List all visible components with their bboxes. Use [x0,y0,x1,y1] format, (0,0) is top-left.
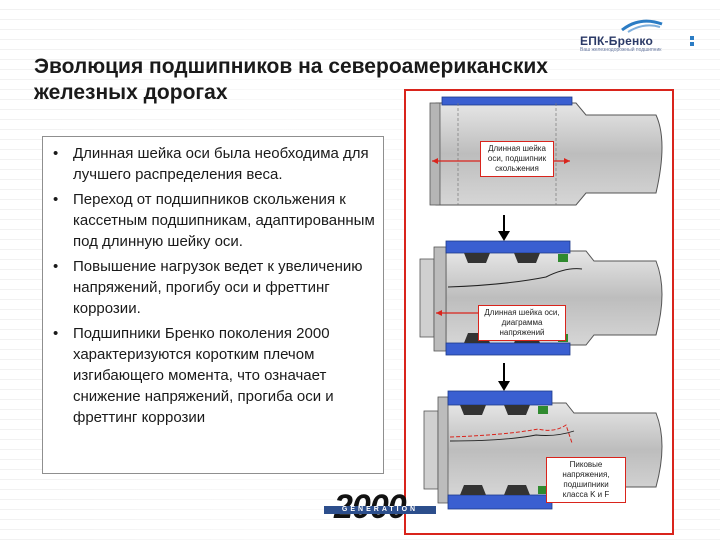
logo-text: ЕПК-Бренко [580,34,654,48]
bullet-item: • Подшипники Бренко поколения 2000 характ… [51,323,381,428]
bullet-text: Подшипники Бренко поколения 2000 характе… [73,325,334,426]
bullet-text: Длинная шейка оси была необходима для лу… [73,145,369,183]
bullet-item: • Повышение нагрузок ведет к увеличению н… [51,256,381,319]
generation-band: GENERATION [324,506,436,514]
bullet-text-box: • Длинная шейка оси была необходима для л… [42,136,384,474]
title-line-1: Эволюция подшипников на североамериканск… [34,55,548,78]
swoosh-logo-icon [621,19,694,46]
callout-stress-diagram: Длинная шейка оси, диаграмма напряжений [478,305,566,341]
title-line-2: железных дорогах [34,81,228,104]
logo-subtext: Ваш железнодорожный подшипник [580,47,662,53]
bullet-item: • Длинная шейка оси была необходима для л… [51,143,381,185]
bullet-dot: • [53,191,59,208]
bullet-dot: • [53,325,59,342]
generation-2000-stage [423,390,663,510]
company-logo: ЕПК-Бренко Ваш железнодорожный подшипник [570,16,710,54]
callout-plain-bearing: Длинная шейка оси, подшипник скольжения [480,141,554,177]
arrow-down-icon [498,363,510,391]
arrow-down-icon [498,215,510,241]
bullet-list: • Длинная шейка оси была необходима для л… [51,143,381,432]
callout-peak-stress: Пиковые напряжения, подшипники класса K … [546,457,626,503]
page-title: Эволюция подшипников на североамериканск… [34,54,674,106]
bullet-text: Повышение нагрузок ведет к увеличению на… [73,258,363,317]
bullet-dot: • [53,258,59,275]
bullet-text: Переход от подшипников скольжения к касс… [73,191,375,250]
bullet-item: • Переход от подшипников скольжения к кас… [51,189,381,252]
bearing-diagram: Длинная шейка оси, подшипник скольжения … [404,89,674,535]
generation-2000-logo: 2000 GENERATION [320,488,440,532]
bullet-dot: • [53,145,59,162]
plain-bearing-top [441,96,573,106]
